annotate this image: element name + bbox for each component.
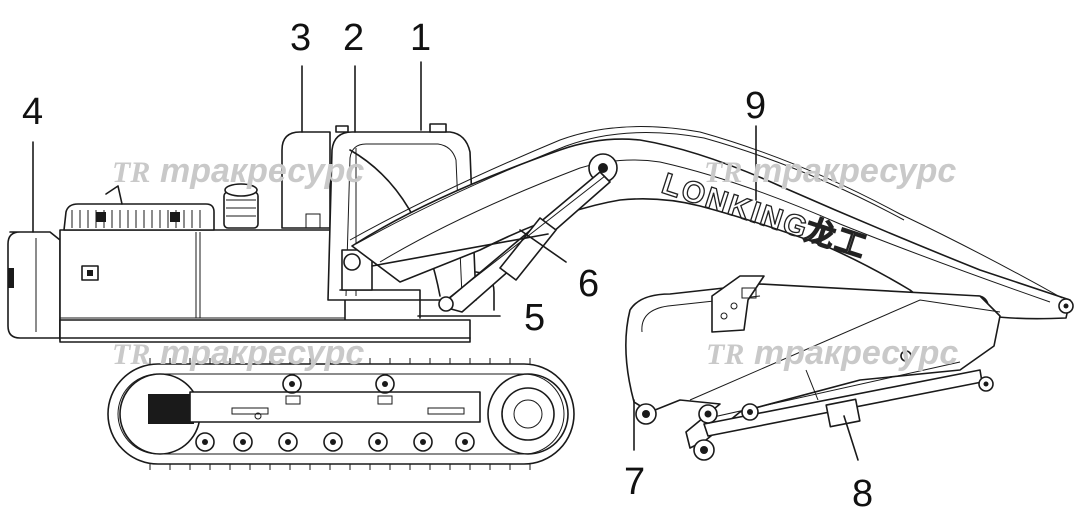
- callout-1: 1: [410, 17, 431, 59]
- track-assembly: [107, 358, 575, 470]
- track-frame: [189, 391, 481, 423]
- swing-frame: [59, 319, 471, 343]
- watermark-bottom-right: TR тракресурс: [706, 334, 958, 372]
- drive-sprocket: [487, 373, 569, 455]
- leader-lines: [32, 61, 859, 461]
- watermark-logo: TR: [706, 338, 744, 371]
- callout-7: 7: [624, 461, 645, 503]
- callout-8: 8: [852, 473, 873, 515]
- boom-foot-pin: [343, 253, 361, 271]
- watermark-text: тракресурс: [752, 152, 956, 190]
- watermark-text: тракресурс: [754, 334, 958, 372]
- callout-5: 5: [524, 297, 545, 339]
- watermark-bottom-left: TR тракресурс: [112, 334, 364, 372]
- boom-body: [351, 138, 1071, 320]
- watermark-top-left: TR тракресурс: [112, 152, 364, 190]
- callout-9: 9: [745, 85, 766, 127]
- track-rollers: [195, 432, 475, 452]
- counterweight: [7, 231, 61, 339]
- fuel-tank: [281, 131, 331, 229]
- watermark-logo: TR: [112, 338, 150, 371]
- watermark-top-right: TR тракресурс: [704, 152, 956, 190]
- callout-2: 2: [343, 17, 364, 59]
- callout-labels: 1 2 3 4 5 6 7 8 9: [22, 17, 873, 515]
- boom-cylinder: [438, 171, 611, 313]
- callout-6: 6: [578, 263, 599, 305]
- callout-4: 4: [22, 91, 43, 133]
- bucket-link-bracket: [711, 275, 765, 333]
- arm: [625, 275, 1001, 461]
- track-shoes: [149, 358, 531, 470]
- callout-3: 3: [290, 17, 311, 59]
- air-filter: [223, 191, 259, 229]
- track-chain-outline: [107, 363, 575, 465]
- watermark-text: тракресурс: [160, 152, 364, 190]
- watermark-logo: TR: [112, 156, 150, 189]
- watermark-text: тракресурс: [160, 334, 364, 372]
- upper-structure: [7, 123, 495, 343]
- watermark-logo: TR: [704, 156, 742, 189]
